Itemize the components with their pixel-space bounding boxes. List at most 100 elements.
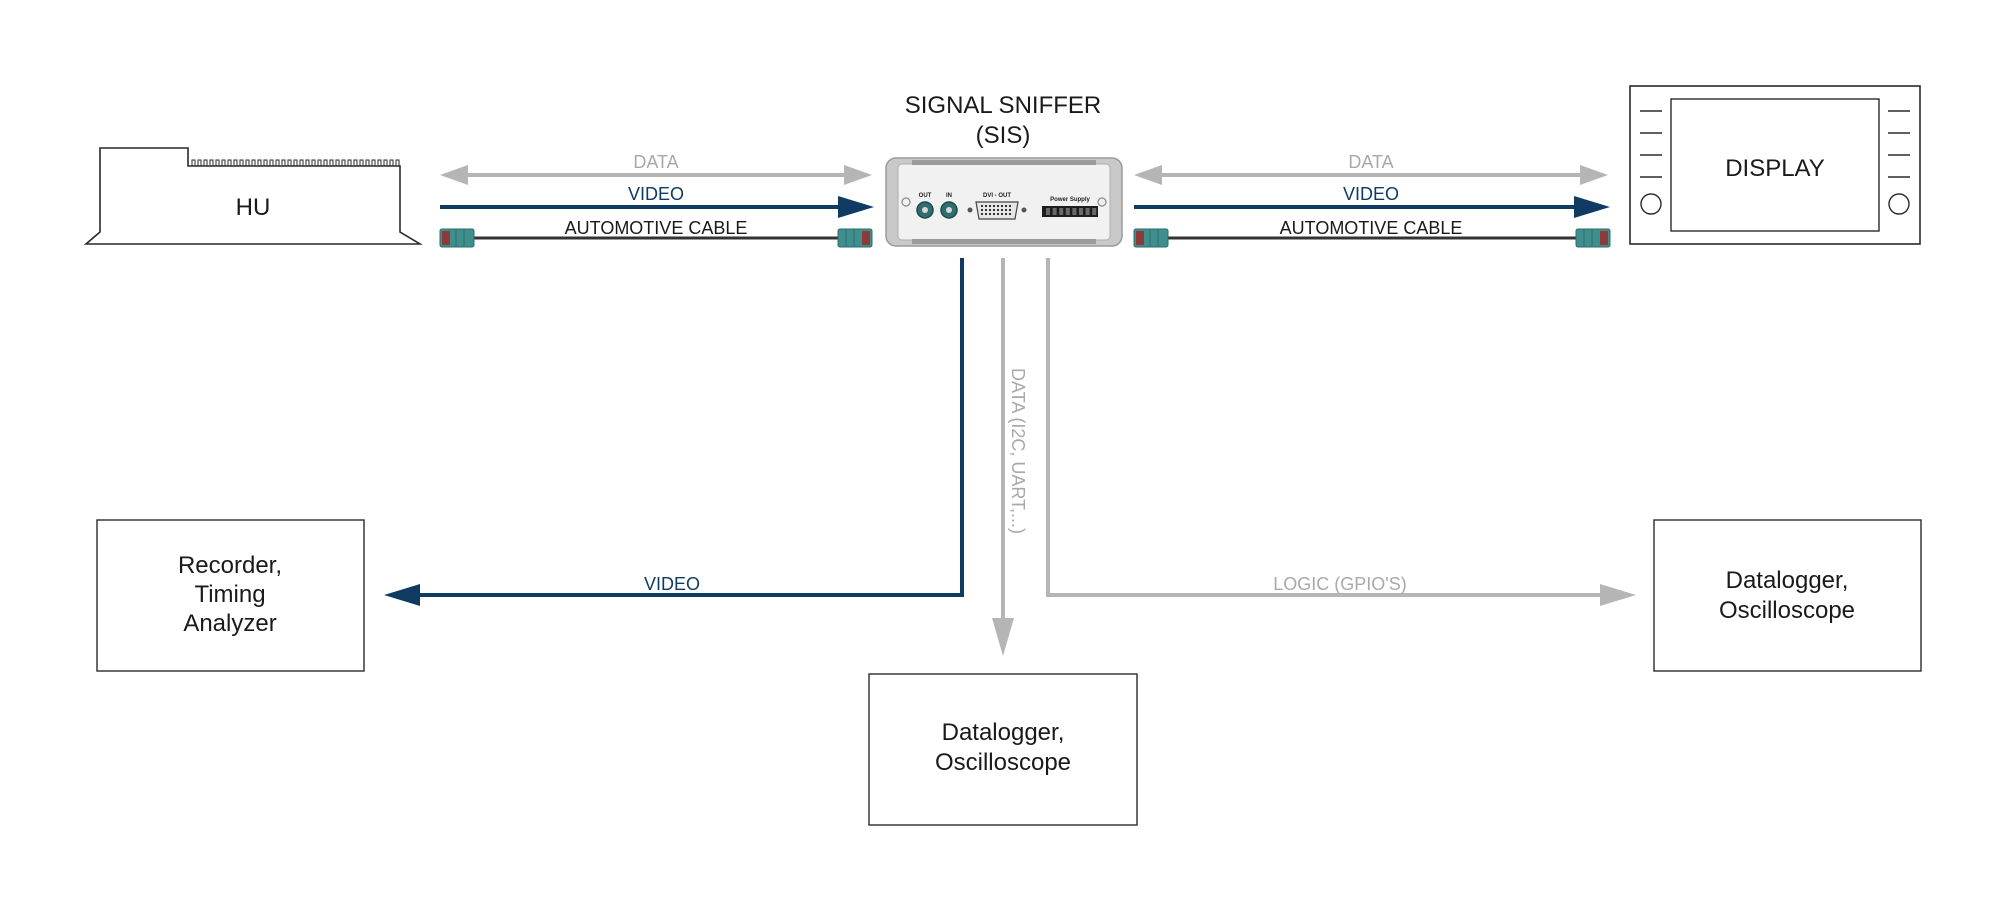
power-pin xyxy=(1046,208,1050,215)
power-pin xyxy=(1065,208,1070,215)
dvi-pin xyxy=(1005,209,1007,211)
dvi-pin xyxy=(1001,213,1003,215)
heatsink-fin xyxy=(395,159,400,167)
dvi-pin xyxy=(1005,213,1007,215)
signal-sniffer-device-icon: OUT IN DVI - OUT Power Supply xyxy=(885,157,1123,247)
recorder-line2: Timing xyxy=(194,581,265,608)
fakra-connector-icon xyxy=(1133,228,1169,248)
heatsink-fin xyxy=(233,159,238,167)
heatsink-fin xyxy=(221,159,226,167)
heatsink-fin xyxy=(245,159,250,167)
dvi-pin xyxy=(985,205,987,207)
datalogger-center-box: Datalogger, Oscilloscope xyxy=(868,673,1138,826)
dvi-pin xyxy=(993,205,995,207)
heatsink-fin xyxy=(359,159,364,167)
logic-label: LOGIC (GPIO'S) xyxy=(1273,574,1406,594)
heatsink-fin xyxy=(263,159,268,167)
left-data-label: DATA xyxy=(633,152,678,172)
dvi-pin xyxy=(981,213,983,215)
dvi-pin xyxy=(1001,205,1003,207)
datalogger-right-line2: Oscilloscope xyxy=(1719,597,1855,624)
port-out-label: OUT xyxy=(919,193,932,199)
dvi-out-label: DVI - OUT xyxy=(983,193,1011,199)
dvi-pin xyxy=(985,213,987,215)
display-label: DISPLAY xyxy=(1725,155,1825,182)
power-terminal-pins xyxy=(1046,208,1097,215)
heatsink-fin xyxy=(251,159,256,167)
heatsink-fin xyxy=(317,159,322,167)
right-video-link: VIDEO xyxy=(1134,184,1610,218)
dvi-port-icon xyxy=(967,201,1027,220)
signal-sniffer: SIGNAL SNIFFER (SIS) OUT IN DVI - OUT Po… xyxy=(885,92,1123,247)
display-device-icon: DISPLAY xyxy=(1629,85,1921,245)
vertical-data-label: DATA (I2C, UART,...) xyxy=(1008,368,1028,534)
dvi-pin xyxy=(997,213,999,215)
left-cable-label: AUTOMOTIVE CABLE xyxy=(565,218,748,238)
recorder-line3: Analyzer xyxy=(183,610,276,637)
power-pin xyxy=(1085,208,1090,215)
power-terminal-icon xyxy=(1042,206,1098,217)
left-automotive-cable: AUTOMOTIVE CABLE xyxy=(439,218,873,248)
dvi-pin xyxy=(1001,209,1003,211)
heatsink-fins xyxy=(191,159,400,167)
heatsink-fin xyxy=(299,159,304,167)
datalogger-center-line2: Oscilloscope xyxy=(935,749,1071,776)
right-cable-label: AUTOMOTIVE CABLE xyxy=(1280,218,1463,238)
fakra-connector-icon xyxy=(439,228,475,248)
heatsink-fin xyxy=(287,159,292,167)
vertical-data-link: DATA (I2C, UART,...) xyxy=(992,258,1028,656)
power-pin xyxy=(1092,208,1097,215)
dvi-pin xyxy=(1009,213,1011,215)
dvi-pin xyxy=(989,209,991,211)
power-pin xyxy=(1052,208,1057,215)
heatsink-fin xyxy=(377,159,382,167)
dvi-pin xyxy=(989,213,991,215)
datalogger-right-box: Datalogger, Oscilloscope xyxy=(1653,519,1922,672)
recorder-line1: Recorder, xyxy=(178,552,282,579)
right-automotive-cable: AUTOMOTIVE CABLE xyxy=(1133,218,1611,248)
logic-gpio-link: LOGIC (GPIO'S) xyxy=(1046,258,1636,606)
right-data-label: DATA xyxy=(1348,152,1393,172)
dvi-pin xyxy=(985,209,987,211)
port-in-label: IN xyxy=(946,193,952,199)
power-supply-label: Power Supply xyxy=(1050,197,1090,203)
heatsink-fin xyxy=(197,159,202,167)
dvi-pin xyxy=(997,209,999,211)
heatsink-fin xyxy=(329,159,334,167)
heatsink-fin xyxy=(215,159,220,167)
power-pin xyxy=(1079,208,1083,215)
dvi-pin xyxy=(981,205,983,207)
dvi-pin xyxy=(1009,209,1011,211)
left-video-link: VIDEO xyxy=(440,184,874,218)
heatsink-fin xyxy=(383,159,388,167)
heatsink-fin xyxy=(335,159,340,167)
dvi-pin xyxy=(989,205,991,207)
heatsink-fin xyxy=(389,159,394,167)
sniffer-title-line1: SIGNAL SNIFFER xyxy=(905,92,1101,119)
sniffer-title-line2: (SIS) xyxy=(976,122,1031,149)
datalogger-right-line1: Datalogger, xyxy=(1726,567,1849,594)
heatsink-fin xyxy=(341,159,346,167)
heatsink-fin xyxy=(371,159,376,167)
power-pin xyxy=(1059,208,1064,215)
dvi-pin xyxy=(993,213,995,215)
heatsink-fin xyxy=(365,159,370,167)
dvi-pin xyxy=(981,209,983,211)
heatsink-fin xyxy=(239,159,244,167)
left-video-label: VIDEO xyxy=(628,184,684,204)
dvi-pin xyxy=(1005,205,1007,207)
heatsink-fin xyxy=(323,159,328,167)
dvi-pin xyxy=(997,205,999,207)
heatsink-fin xyxy=(203,159,208,167)
heatsink-fin xyxy=(257,159,262,167)
heatsink-fin xyxy=(293,159,298,167)
dvi-pin xyxy=(993,209,995,211)
heatsink-fin xyxy=(269,159,274,167)
heatsink-fin xyxy=(347,159,352,167)
bottom-video-label: VIDEO xyxy=(644,574,700,594)
left-data-link: DATA xyxy=(440,152,872,185)
heatsink-fin xyxy=(191,159,196,167)
power-pin xyxy=(1072,208,1077,215)
recorder-timing-analyzer-box: Recorder, Timing Analyzer xyxy=(96,519,365,672)
